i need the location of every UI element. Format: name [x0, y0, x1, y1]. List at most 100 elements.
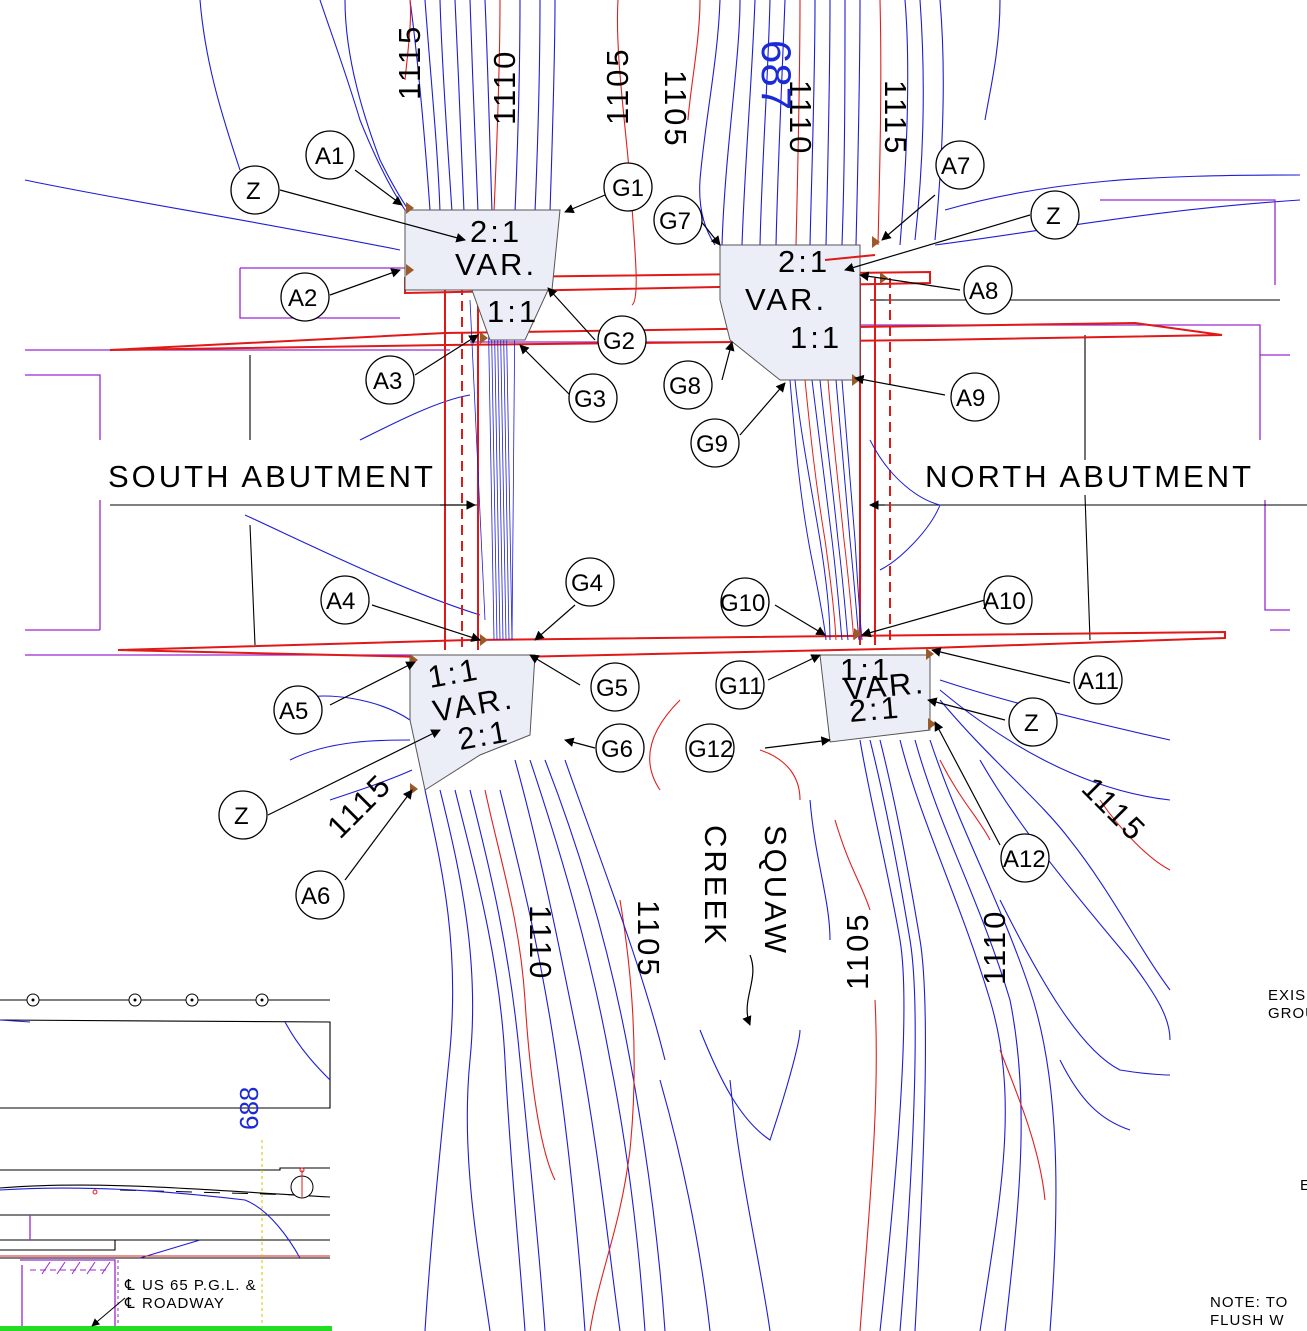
legend-line-1: US 65 P.G.L. &: [142, 1277, 257, 1294]
station-label-bottom: 688: [234, 1087, 264, 1130]
cl-symbol-1: ℄: [124, 1277, 136, 1294]
callout-g12: G12: [685, 723, 735, 773]
flow-arrow: [742, 954, 754, 1026]
existing-ground-label-1: EXIS: [1268, 987, 1306, 1004]
black-linework: [110, 299, 1307, 646]
svg-text:G10: G10: [720, 590, 765, 617]
existing-ground-label-2: GROU: [1268, 1005, 1307, 1022]
svg-text:A3: A3: [373, 368, 402, 395]
contours-top: [24, 0, 1301, 616]
slope-labels: 2:1 VAR. 1:1 2:1 VAR. 1:1 1:1 VAR. 2:1 1…: [425, 214, 927, 757]
svg-text:Z: Z: [234, 803, 249, 830]
contours-bottom: [289, 679, 1171, 1331]
svg-text:G12: G12: [688, 736, 733, 763]
callout-g10: G10: [720, 577, 770, 627]
cl-symbol-2: ℄: [124, 1295, 136, 1312]
slope-ne-1: 1:1: [840, 652, 892, 687]
svg-text:Z: Z: [246, 178, 261, 205]
callout-g1: G1: [603, 162, 653, 212]
callout-a9: A9: [950, 372, 1000, 422]
callout-g8: G8: [663, 360, 713, 410]
callout-a5: A5: [273, 685, 323, 735]
contour-label: 1110: [783, 80, 818, 156]
svg-text:G11: G11: [719, 673, 763, 700]
callout-g11: G11: [715, 660, 765, 710]
station-label-top: 687: [753, 40, 800, 110]
stray-letter: E: [1300, 1177, 1307, 1194]
callout-a6: A6: [295, 870, 345, 920]
slope-ne-2: VAR.: [843, 665, 928, 707]
callout-a12: A12: [1000, 833, 1050, 883]
callout-z1: Z: [230, 165, 280, 215]
callouts: A1 Z A2 A3 G1 G2 G3 A4 G4 A5 G5 G6 Z A6 …: [218, 130, 1123, 920]
callout-a7: A7: [935, 140, 985, 190]
right-of-way-lines: [25, 199, 1290, 656]
callout-z4: Z: [1008, 697, 1058, 747]
callout-g5: G5: [590, 662, 640, 712]
callout-a10: A10: [983, 575, 1033, 625]
svg-text:A6: A6: [301, 883, 330, 910]
callout-a8: A8: [963, 265, 1013, 315]
callout-g2: G2: [597, 315, 647, 365]
svg-text:A4: A4: [326, 588, 355, 615]
svg-text:G9: G9: [696, 431, 728, 458]
note-label-1: NOTE: TO: [1210, 1294, 1288, 1311]
svg-text:A1: A1: [315, 143, 344, 170]
legend-line-2: ROADWAY: [142, 1295, 225, 1312]
slope-ne-3: 2:1: [848, 690, 903, 729]
svg-text:A11: A11: [1078, 668, 1119, 695]
north-abutment-label: NORTH ABUTMENT: [925, 459, 1254, 494]
contour-label: 1115: [392, 24, 427, 100]
slope-sw-top-1: 2:1: [470, 214, 522, 249]
svg-text:G6: G6: [601, 736, 633, 763]
contour-label: 1105: [840, 911, 875, 990]
callout-z2: Z: [218, 790, 268, 840]
contour-label: 1110: [523, 905, 558, 981]
callout-g9: G9: [690, 418, 740, 468]
creek-label-2: CREEK: [698, 825, 733, 947]
contour-label: 1105: [658, 70, 693, 149]
svg-text:A12: A12: [1003, 846, 1046, 873]
contour-label: 1115: [878, 80, 913, 156]
slope-nw-mid: 1:1: [790, 320, 842, 355]
callout-a4: A4: [320, 575, 370, 625]
south-abutment-label: SOUTH ABUTMENT: [108, 459, 436, 494]
svg-text:G2: G2: [603, 328, 635, 355]
callout-a2: A2: [280, 272, 330, 322]
svg-text:G1: G1: [612, 175, 644, 202]
callout-a3: A3: [365, 355, 415, 405]
callout-z3: Z: [1030, 190, 1080, 240]
svg-text:A7: A7: [941, 153, 970, 180]
svg-text:G5: G5: [596, 675, 628, 702]
slope-lines-north: [789, 379, 941, 641]
profile-inset: 688 ℄ ℄ US 65 P.G.L. & ROADWAY: [0, 993, 332, 1331]
svg-text:A2: A2: [288, 285, 317, 312]
contour-label: 1105: [600, 46, 635, 125]
callout-g4: G4: [565, 557, 615, 607]
slope-nw-top-1: 2:1: [778, 244, 830, 279]
slope-sw-top-2: VAR.: [455, 247, 537, 282]
svg-text:Z: Z: [1024, 710, 1039, 737]
callout-g3: G3: [568, 373, 618, 423]
svg-text:A10: A10: [983, 588, 1026, 615]
svg-text:A8: A8: [969, 278, 998, 305]
contour-label: 1105: [631, 900, 666, 979]
slope-lines-south: [469, 299, 516, 641]
contour-label: 1110: [487, 49, 522, 125]
svg-text:G3: G3: [574, 386, 606, 413]
svg-text:A5: A5: [279, 698, 308, 725]
svg-text:A9: A9: [956, 385, 985, 412]
svg-text:Z: Z: [1046, 203, 1061, 230]
callout-g7: G7: [653, 195, 703, 245]
creek-label-1: SQUAW: [758, 825, 793, 956]
note-label-2: FLUSH W: [1210, 1312, 1285, 1329]
contour-label: 1115: [1075, 770, 1154, 849]
callout-g6: G6: [595, 723, 645, 773]
callout-a1: A1: [305, 130, 355, 180]
contour-label: 1110: [977, 909, 1012, 985]
contour-label: 1115: [320, 766, 399, 845]
leader-lines: [267, 169, 1071, 881]
slope-sw-mid: 1:1: [487, 294, 539, 329]
